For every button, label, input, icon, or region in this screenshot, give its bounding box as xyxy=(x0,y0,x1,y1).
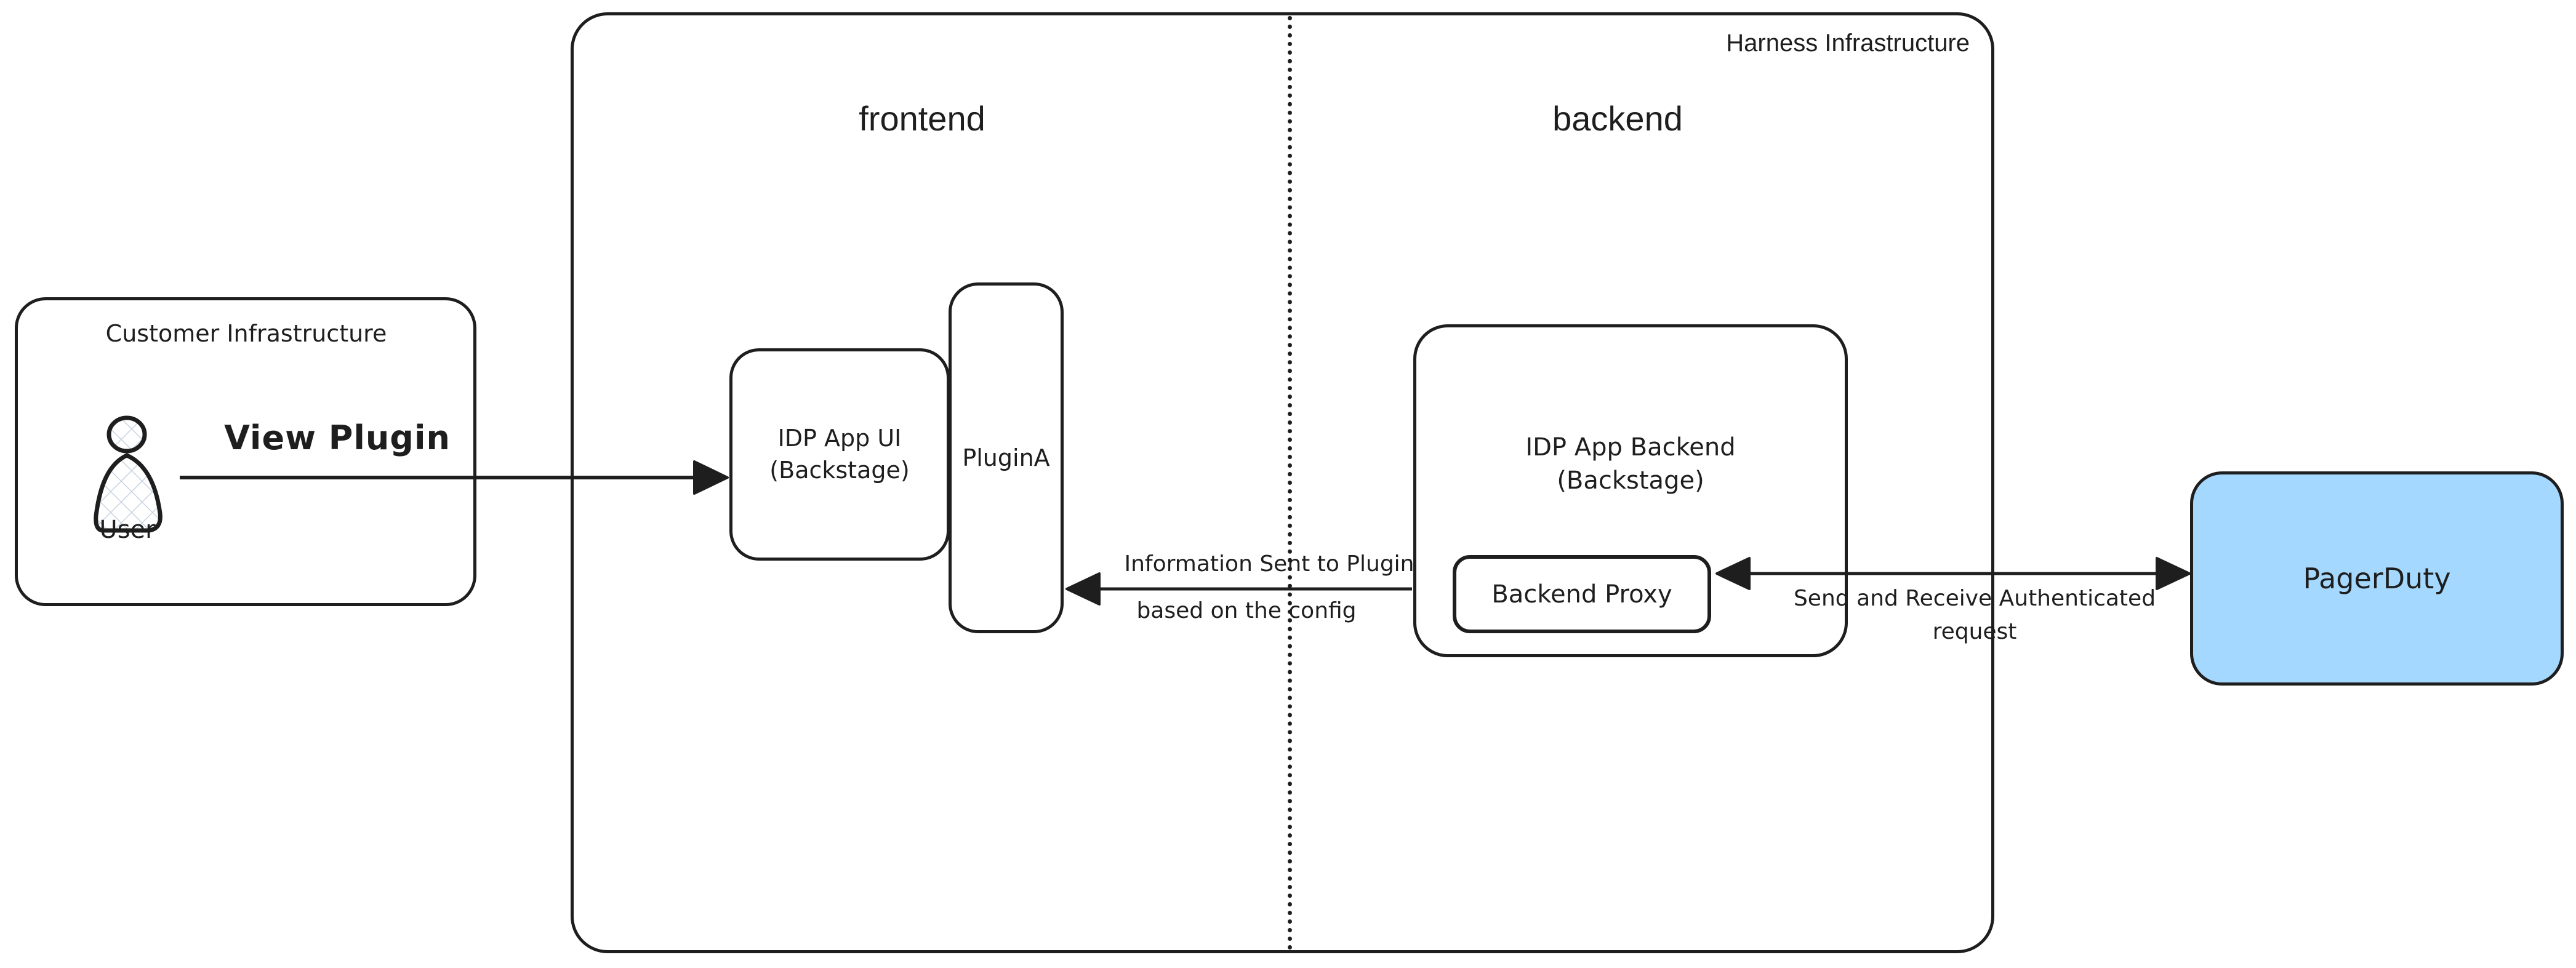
plugin-a-label: PluginA xyxy=(962,444,1050,471)
user-label: User xyxy=(99,516,156,544)
frontend-label: frontend xyxy=(859,99,985,138)
idp-app-ui-label-line2: (Backstage) xyxy=(769,456,910,484)
user-icon-svg xyxy=(94,415,163,533)
pagerduty-label: PagerDuty xyxy=(2303,562,2451,595)
idp-app-ui-node: IDP App UI (Backstage) xyxy=(729,348,950,561)
idp-app-backend-label-line1: IDP App Backend xyxy=(1525,433,1736,462)
backend-proxy-node: Backend Proxy xyxy=(1453,555,1711,633)
idp-app-backend-label: IDP App Backend (Backstage) xyxy=(1416,431,1845,497)
idp-app-backend-label-line2: (Backstage) xyxy=(1557,466,1704,495)
send-receive-arrow-label-line1: Send and Receive Authenticated xyxy=(1793,586,2156,611)
info-arrow-label-line1: Information Sent to Plugin xyxy=(1124,551,1414,577)
view-plugin-arrow-label: View Plugin xyxy=(224,418,451,457)
user-head xyxy=(106,415,147,454)
harness-infrastructure-label: Harness Infrastructure xyxy=(1726,30,1970,57)
plugin-a-node: PluginA xyxy=(949,282,1064,633)
customer-infrastructure-box xyxy=(15,297,476,606)
frontend-backend-divider xyxy=(1288,16,1292,950)
backend-proxy-label: Backend Proxy xyxy=(1491,580,1672,609)
pagerduty-node: PagerDuty xyxy=(2190,471,2564,686)
user-body xyxy=(94,453,163,533)
idp-app-ui-label-line1: IDP App UI xyxy=(777,425,902,452)
info-arrow-label-line2: based on the config xyxy=(1136,598,1357,623)
user-icon xyxy=(90,407,169,538)
backend-label: backend xyxy=(1552,99,1683,138)
harness-infrastructure-box xyxy=(571,12,1994,953)
customer-infrastructure-label: Customer Infrastructure xyxy=(105,320,387,347)
send-receive-arrow-label-line2: request xyxy=(1932,619,2017,644)
